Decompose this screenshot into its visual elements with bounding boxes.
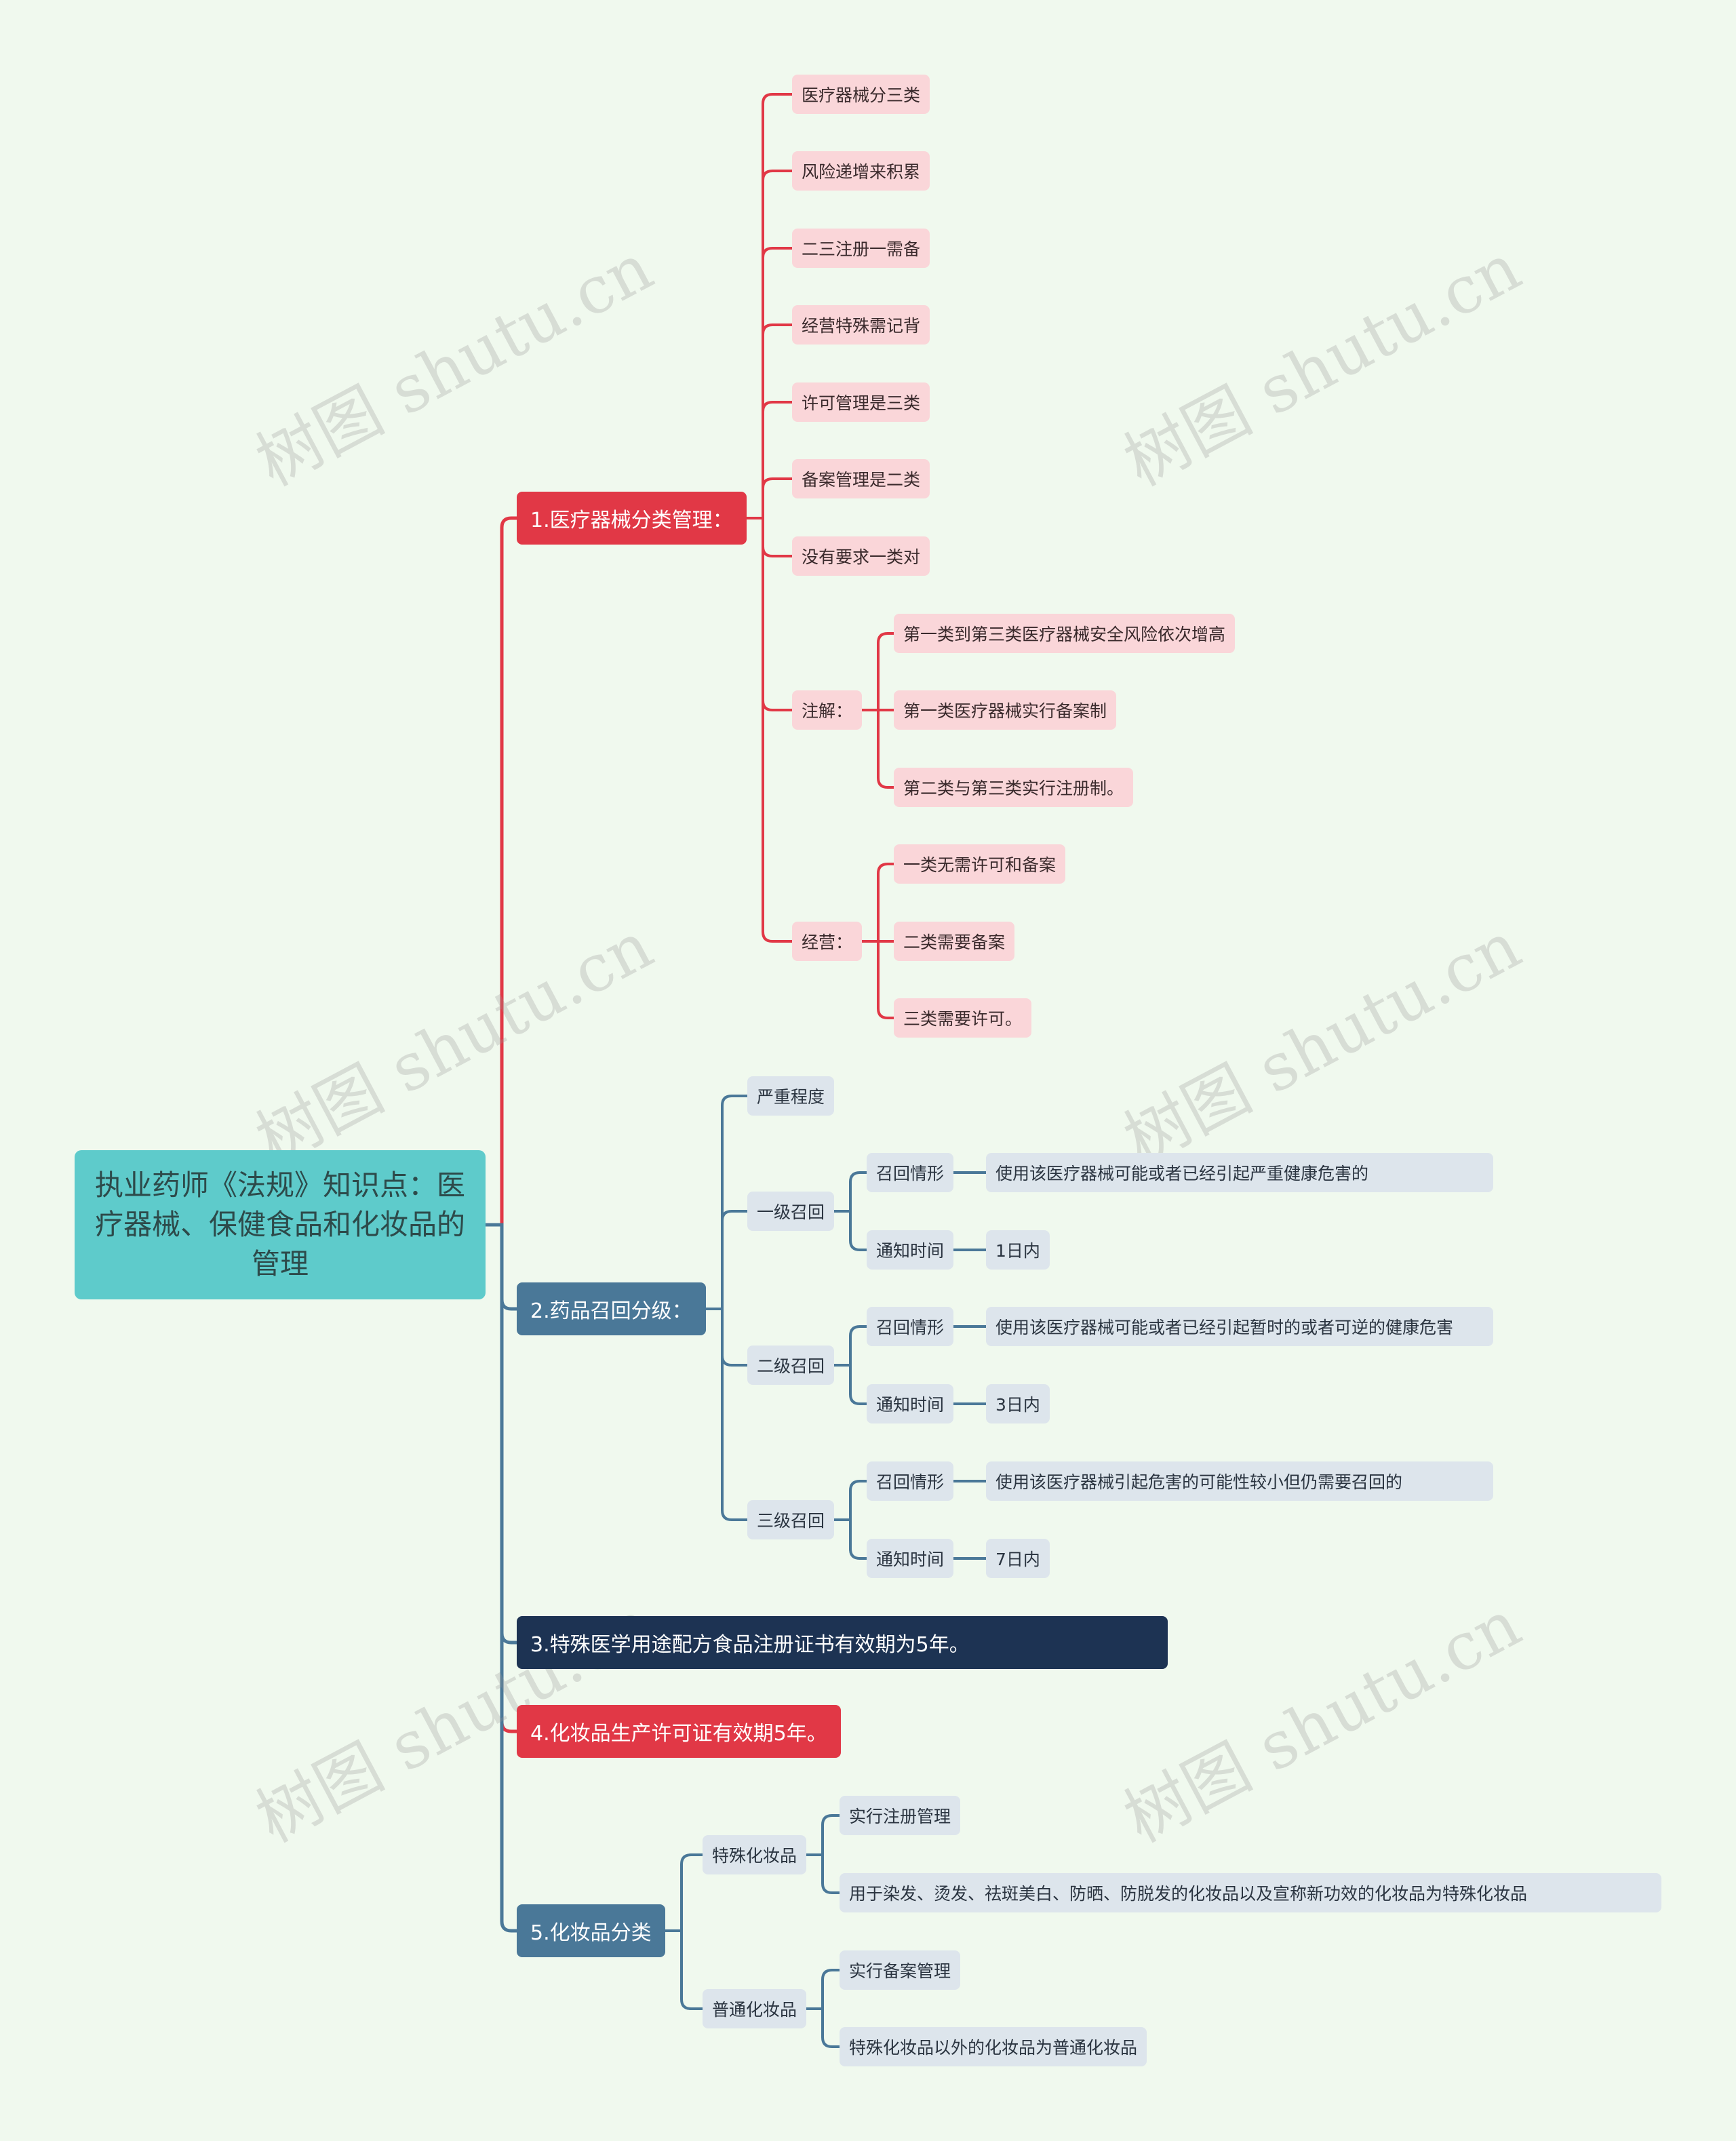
connector-line — [486, 1223, 517, 1933]
notice-time-value[interactable]: 3日内 — [986, 1384, 1050, 1423]
connector-line — [834, 1171, 867, 1213]
notice-time-value[interactable]: 7日内 — [986, 1539, 1050, 1578]
connector-line — [706, 1308, 747, 1521]
note-item[interactable]: 第一类到第三类医疗器械安全风险依次增高 — [894, 614, 1236, 653]
branch-special-medical-food[interactable]: 3.特殊医学用途配方食品注册证书有效期为5年。 — [517, 1616, 1168, 1669]
connector-line — [806, 1969, 840, 2010]
leaf-item[interactable]: 医疗器械分三类 — [792, 75, 930, 114]
connector-line — [747, 517, 792, 711]
connector-line — [834, 1325, 867, 1367]
connector-line — [862, 709, 894, 789]
leaf-item[interactable]: 备案管理是二类 — [792, 459, 930, 498]
recall-level-3[interactable]: 三级召回 — [747, 1500, 835, 1539]
note-item[interactable]: 第二类与第三类实行注册制。 — [894, 768, 1134, 807]
operation-item[interactable]: 一类无需许可和备案 — [894, 844, 1066, 884]
connector-line — [706, 1308, 747, 1367]
recall-condition-label[interactable]: 召回情形 — [867, 1307, 954, 1346]
connector-line — [806, 1853, 840, 1894]
connector-line — [486, 516, 517, 1227]
connector-line — [834, 1364, 867, 1405]
branch-cosmetic-classification[interactable]: 5.化妆品分类 — [517, 1904, 665, 1957]
notice-time-label[interactable]: 通知时间 — [867, 1539, 954, 1578]
notice-time-label[interactable]: 通知时间 — [867, 1384, 954, 1423]
notice-time-label[interactable]: 通知时间 — [867, 1230, 954, 1270]
connector-line — [747, 170, 792, 519]
cosmetic-item[interactable]: 实行备案管理 — [840, 1950, 961, 1990]
branch-drug-recall[interactable]: 2.药品召回分级： — [517, 1282, 706, 1335]
note-item[interactable]: 第一类医疗器械实行备案制 — [894, 690, 1117, 730]
leaf-item[interactable]: 风险递增来积累 — [792, 151, 930, 191]
branch-device-classification[interactable]: 1.医疗器械分类管理： — [517, 492, 747, 545]
connector-line — [747, 517, 792, 943]
branch-cosmetic-license[interactable]: 4.化妆品生产许可证有效期5年。 — [517, 1705, 841, 1758]
leaf-item[interactable]: 没有要求一类对 — [792, 536, 930, 576]
root-topic[interactable]: 执业药师《法规》知识点：医疗器械、保健食品和化妆品的管理 — [75, 1150, 486, 1299]
connector-line — [665, 1929, 703, 2010]
leaf-item[interactable]: 许可管理是三类 — [792, 382, 930, 422]
connector-line — [747, 93, 792, 519]
operation-item[interactable]: 二类需要备案 — [894, 922, 1015, 961]
cosmetic-item[interactable]: 用于染发、烫发、祛斑美白、防晒、防脱发的化妆品以及宣称新功效的化妆品为特殊化妆品 — [840, 1873, 1661, 1912]
recall-level-2[interactable]: 二级召回 — [747, 1346, 835, 1385]
cosmetic-item[interactable]: 特殊化妆品以外的化妆品为普通化妆品 — [840, 2027, 1147, 2066]
connector-line — [706, 1095, 747, 1310]
cosmetic-item[interactable]: 实行注册管理 — [840, 1796, 961, 1835]
operation-node[interactable]: 经营： — [792, 922, 863, 961]
connector-line — [747, 517, 792, 557]
notice-time-value[interactable]: 1日内 — [986, 1230, 1050, 1270]
normal-cosmetics[interactable]: 普通化妆品 — [703, 1989, 807, 2028]
note-node[interactable]: 注解： — [792, 690, 863, 730]
recall-level-1[interactable]: 一级召回 — [747, 1192, 835, 1231]
connector-line — [834, 1518, 867, 1560]
connector-line — [747, 323, 792, 519]
connector-line — [862, 632, 894, 711]
special-cosmetics[interactable]: 特殊化妆品 — [703, 1835, 807, 1874]
connector-line — [747, 247, 792, 519]
leaf-item[interactable]: 经营特殊需记背 — [792, 305, 930, 345]
connector-line — [862, 863, 894, 943]
connector-line — [834, 1480, 867, 1521]
connector-line — [665, 1853, 703, 1932]
recall-condition-value[interactable]: 使用该医疗器械可能或者已经引起严重健康危害的 — [986, 1153, 1493, 1192]
recall-condition-label[interactable]: 召回情形 — [867, 1153, 954, 1192]
recall-condition-value[interactable]: 使用该医疗器械可能或者已经引起暂时的或者可逆的健康危害 — [986, 1307, 1493, 1346]
connector-line — [747, 477, 792, 519]
connector-line — [706, 1210, 747, 1310]
leaf-item[interactable]: 二三注册一需备 — [792, 229, 930, 268]
recall-condition-value[interactable]: 使用该医疗器械引起危害的可能性较小但仍需要召回的 — [986, 1461, 1493, 1501]
severity-node[interactable]: 严重程度 — [747, 1076, 835, 1116]
connector-line — [806, 1814, 840, 1856]
connector-line — [834, 1210, 867, 1251]
connector-line — [806, 2007, 840, 2048]
recall-condition-label[interactable]: 召回情形 — [867, 1461, 954, 1501]
operation-item[interactable]: 三类需要许可。 — [894, 998, 1032, 1038]
connector-line — [862, 940, 894, 1019]
connector-line — [747, 401, 792, 519]
